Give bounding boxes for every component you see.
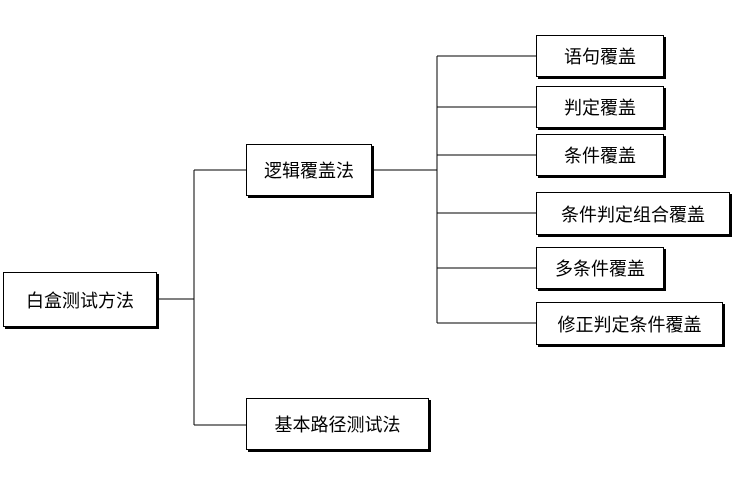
leaf-multiple-condition-coverage: 多条件覆盖 <box>536 247 664 289</box>
basic-path-node: 基本路径测试法 <box>246 398 429 450</box>
leaf-statement-coverage: 语句覆盖 <box>536 35 664 77</box>
logic-coverage-node: 逻辑覆盖法 <box>246 144 372 196</box>
root-node: 白盒测试方法 <box>3 272 157 327</box>
leaf-modified-condition-decision-coverage: 修正判定条件覆盖 <box>536 302 723 345</box>
leaf-condition-coverage: 条件覆盖 <box>536 134 664 176</box>
leaf-condition-decision-coverage: 条件判定组合覆盖 <box>536 192 730 235</box>
leaf-decision-coverage: 判定覆盖 <box>536 86 664 128</box>
